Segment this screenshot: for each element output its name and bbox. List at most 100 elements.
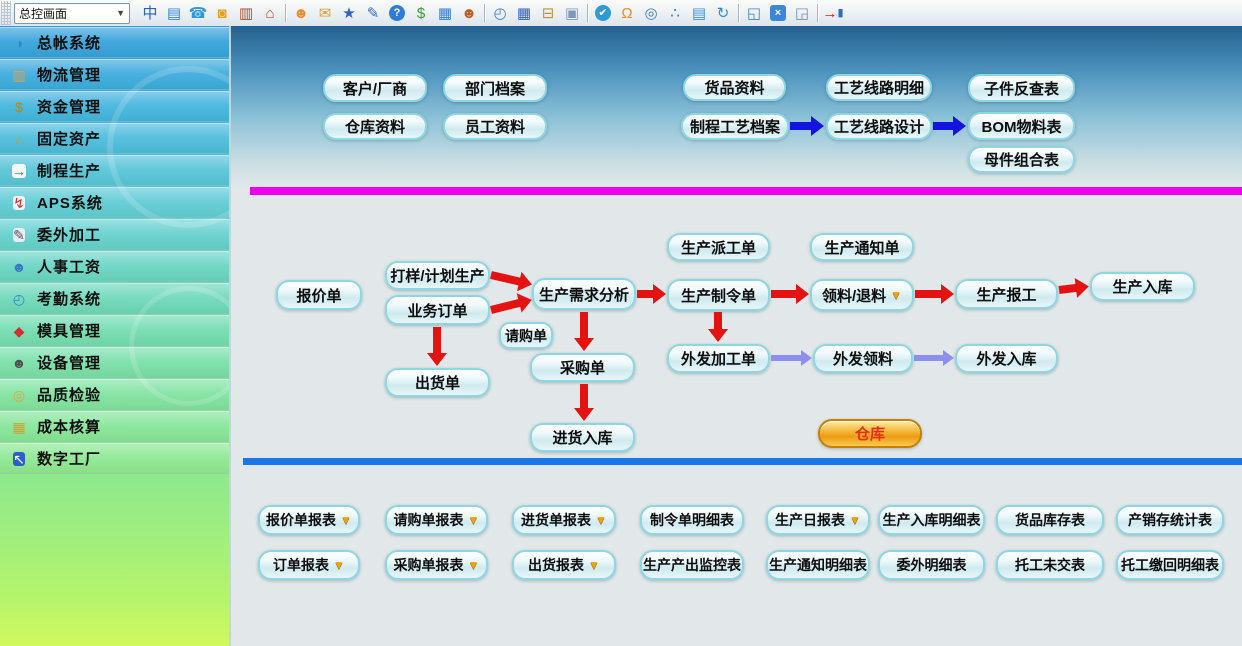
outsource-detail-report-button[interactable]: 委外明细表 bbox=[878, 550, 985, 580]
lock-icon[interactable]: ◙ bbox=[217, 4, 227, 22]
dropdown-caret-icon[interactable]: ▼ bbox=[849, 513, 861, 527]
sidebar-item-general-ledger[interactable]: ◑总帐系统 bbox=[0, 27, 229, 58]
dropdown-caret-icon[interactable]: ▼ bbox=[340, 513, 352, 527]
refresh-icon[interactable]: ↻ bbox=[716, 4, 730, 22]
sidebar-item-logistics[interactable]: ▥物流管理 bbox=[0, 59, 229, 90]
dropdown-caret-icon[interactable]: ▼ bbox=[467, 513, 480, 527]
main-top-gradient bbox=[231, 26, 1242, 188]
monitor-cursor-icon[interactable]: ▤ bbox=[691, 4, 707, 22]
production-warehouse-in-button[interactable]: 生产入库 bbox=[1090, 272, 1195, 301]
restore-window-icon[interactable]: ◱ bbox=[746, 4, 762, 22]
production-dispatch-button[interactable]: 生产派工单 bbox=[667, 233, 770, 261]
alert-bell-icon[interactable]: Ω bbox=[621, 4, 633, 22]
production-daily-report-button[interactable]: 生产日报表▼ bbox=[766, 505, 870, 535]
sidebar-item-hr-payroll[interactable]: ☻人事工资 bbox=[0, 251, 229, 282]
remote-desktop-icon[interactable]: ▤ bbox=[166, 4, 182, 22]
close-window-icon[interactable]: × bbox=[766, 2, 790, 24]
sidebar-item-fixed-assets[interactable]: ⌂固定资产 bbox=[0, 123, 229, 154]
business-order-button[interactable]: 业务订单 bbox=[385, 295, 490, 325]
cart-icon[interactable]: ▦ bbox=[437, 4, 453, 22]
view-selector-dropdown[interactable]: 总控画面 ▼ bbox=[14, 2, 130, 24]
order-report-button[interactable]: 订单报表▼ bbox=[258, 550, 360, 580]
production-report-button[interactable]: 生产报工 bbox=[955, 279, 1058, 309]
home-icon[interactable]: ⌂ bbox=[265, 4, 275, 22]
main-canvas: 客户/厂商部门档案仓库资料员工资料 货品资料制程工艺档案 工艺线路明细工艺线路设计 子… bbox=[231, 26, 1242, 646]
production-demand-analysis-button[interactable]: 生产需求分析 bbox=[532, 278, 636, 310]
sidebar-item-funds[interactable]: $资金管理 bbox=[0, 91, 229, 122]
craft-route-detail-button[interactable]: 工艺线路明细 bbox=[826, 74, 932, 101]
process-craft-files-button[interactable]: 制程工艺档案 bbox=[681, 113, 789, 140]
report-clock-icon[interactable]: ◴ bbox=[493, 4, 507, 22]
sidebar-item-quality[interactable]: ◎品质检验 bbox=[0, 379, 229, 410]
warehouse-data-button[interactable]: 仓库资料 bbox=[323, 113, 427, 140]
work-order-detail-report-button[interactable]: 制令单明细表 bbox=[640, 505, 744, 535]
dropdown-caret-icon[interactable]: ▼ bbox=[890, 288, 903, 302]
material-issue-return-button[interactable]: 领料/退料▼ bbox=[810, 279, 914, 311]
customer-vendor-button[interactable]: 客户/厂商 bbox=[323, 74, 427, 102]
outsource-warehouse-in-button[interactable]: 外发入库 bbox=[955, 344, 1058, 373]
briefcase-icon[interactable]: ▥ bbox=[238, 4, 254, 22]
purchase-order-button[interactable]: 采购单 bbox=[530, 353, 635, 382]
pin-icon[interactable]: ✎ bbox=[366, 4, 380, 22]
production-output-monitor-report-button[interactable]: 生产产出监控表 bbox=[640, 550, 744, 580]
customer-account-icon[interactable]: ☻ bbox=[461, 4, 477, 22]
production-warehouse-detail-report-button[interactable]: 生产入库明细表 bbox=[878, 505, 985, 535]
goods-receipt-button[interactable]: 进货入库 bbox=[530, 423, 635, 452]
copy-icon[interactable]: ▣ bbox=[564, 4, 580, 22]
sidebar-item-aps[interactable]: ↯APS系统 bbox=[0, 187, 229, 218]
outsource-process-order-button[interactable]: 外发加工单 bbox=[667, 344, 770, 373]
purchase-request-button[interactable]: 请购单 bbox=[499, 322, 553, 349]
archive-box-icon[interactable]: ⊟ bbox=[541, 4, 555, 22]
goods-data-button[interactable]: 货品资料 bbox=[683, 74, 786, 101]
language-icon[interactable]: 中 bbox=[142, 4, 158, 22]
purchase-order-report-button[interactable]: 采购单报表▼ bbox=[385, 550, 488, 580]
outsource-material-issue-button[interactable]: 外发领料 bbox=[813, 344, 913, 373]
consign-undelivered-report-button[interactable]: 托工未交表 bbox=[996, 550, 1104, 580]
dropdown-caret-icon[interactable]: ▼ bbox=[588, 558, 600, 572]
consign-return-detail-report-button[interactable]: 托工缴回明细表 bbox=[1116, 550, 1224, 580]
sidebar-item-equipment[interactable]: ☻设备管理 bbox=[0, 347, 229, 378]
quotation-button[interactable]: 报价单 bbox=[276, 280, 362, 310]
phone-icon[interactable]: ☎ bbox=[188, 4, 208, 22]
dollar-icon[interactable]: $ bbox=[416, 4, 426, 22]
sample-plan-production-button[interactable]: 打样/计划生产 bbox=[385, 261, 490, 290]
cascade-windows-icon[interactable]: ◲ bbox=[794, 4, 810, 22]
dropdown-caret-icon[interactable]: ▼ bbox=[467, 558, 480, 572]
document-search-icon[interactable]: ◎ bbox=[644, 4, 658, 22]
toolbar-grip[interactable] bbox=[1, 1, 11, 25]
sidebar-item-digital-factory[interactable]: ↖数字工厂 bbox=[0, 443, 229, 474]
goods-inventory-report-button[interactable]: 货品库存表 bbox=[996, 505, 1104, 535]
sidebar-item-attendance[interactable]: ◴考勤系统 bbox=[0, 283, 229, 314]
shipment-report-button[interactable]: 出货报表▼ bbox=[512, 550, 616, 580]
calculator-icon[interactable]: ▦ bbox=[516, 4, 532, 22]
subpart-lookup-button[interactable]: 子件反查表 bbox=[968, 74, 1075, 102]
dropdown-caret-icon[interactable]: ▼ bbox=[333, 558, 345, 572]
org-chart-icon[interactable]: ∴ bbox=[670, 4, 680, 22]
help-icon[interactable]: ? bbox=[385, 2, 409, 24]
approve-check-icon[interactable]: ✔ bbox=[591, 2, 615, 24]
view-selector-value: 总控画面 bbox=[19, 6, 68, 21]
shipment-order-button[interactable]: 出货单 bbox=[385, 368, 490, 397]
sidebar-item-costing[interactable]: ▦成本核算 bbox=[0, 411, 229, 442]
department-files-button[interactable]: 部门档案 bbox=[443, 74, 547, 102]
purchase-request-report-button[interactable]: 请购单报表▼ bbox=[385, 505, 488, 535]
warehouse-button[interactable]: 仓库 bbox=[818, 419, 922, 448]
parent-combination-button[interactable]: 母件组合表 bbox=[968, 146, 1075, 173]
bom-material-button[interactable]: BOM物料表 bbox=[968, 112, 1075, 140]
mail-icon[interactable]: ✉ bbox=[318, 4, 332, 22]
quotation-report-button[interactable]: 报价单报表▼ bbox=[258, 505, 360, 535]
sidebar-item-mold[interactable]: ◆模具管理 bbox=[0, 315, 229, 346]
favorites-book-icon[interactable]: ★ bbox=[342, 4, 356, 22]
users-icon[interactable]: ☻ bbox=[293, 4, 309, 22]
sidebar-item-process-production[interactable]: →制程生产 bbox=[0, 155, 229, 186]
sidebar-item-outsourcing[interactable]: ✎委外加工 bbox=[0, 219, 229, 250]
employee-data-button[interactable]: 员工资料 bbox=[443, 113, 547, 140]
production-notice-detail-report-button[interactable]: 生产通知明细表 bbox=[766, 550, 870, 580]
production-notice-button[interactable]: 生产通知单 bbox=[810, 233, 914, 261]
dropdown-caret-icon[interactable]: ▼ bbox=[595, 513, 607, 527]
goods-receipt-report-button[interactable]: 进货单报表▼ bbox=[512, 505, 616, 535]
craft-route-design-button[interactable]: 工艺线路设计 bbox=[826, 113, 932, 140]
production-sales-inventory-report-button[interactable]: 产销存统计表 bbox=[1116, 505, 1224, 535]
exit-door-icon[interactable]: →▮ bbox=[822, 4, 844, 22]
production-work-order-button[interactable]: 生产制令单 bbox=[667, 279, 770, 311]
